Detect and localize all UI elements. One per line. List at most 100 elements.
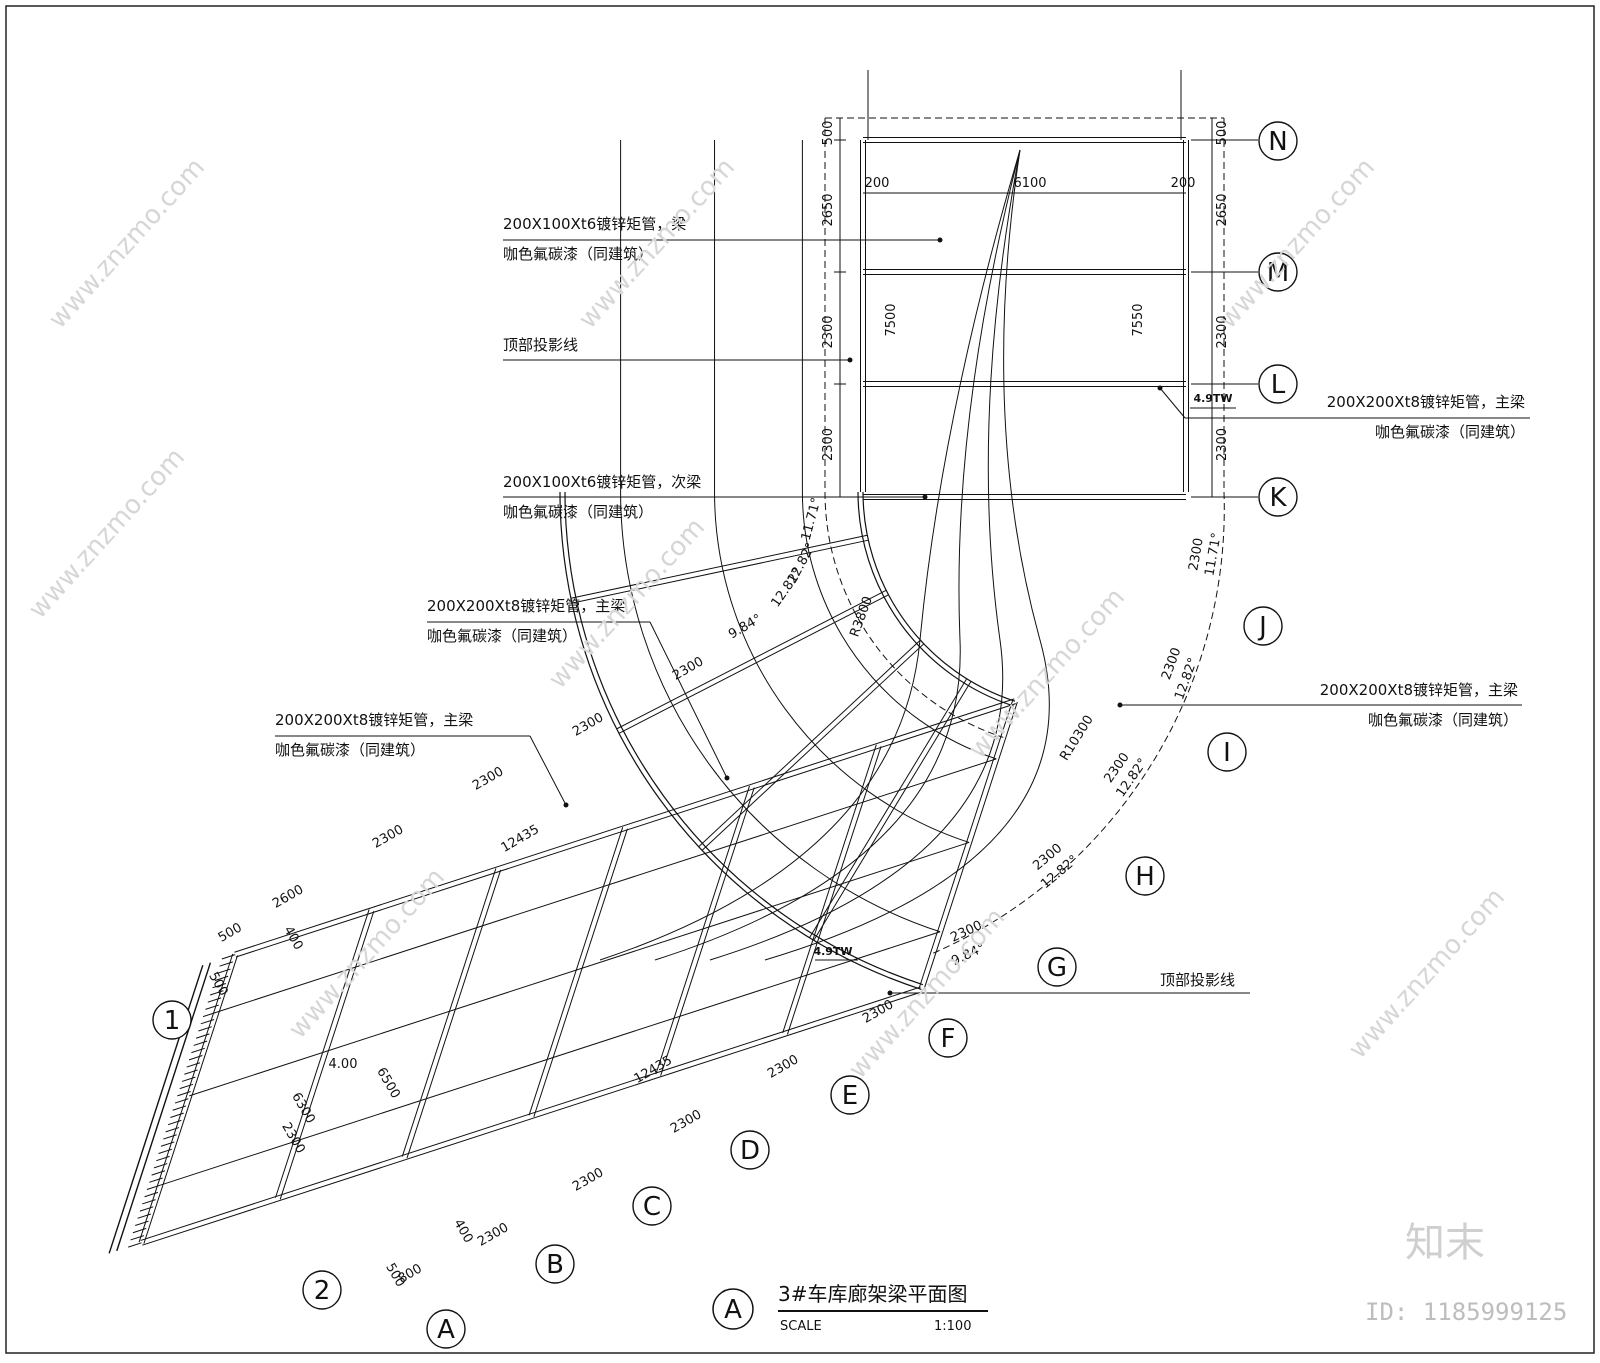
main-beam-transverse bbox=[274, 909, 370, 1198]
watermark-layer: www.znzmo.com www.znzmo.com www.znzmo.co… bbox=[23, 153, 1567, 1326]
secondary-beam-curved bbox=[801, 491, 997, 760]
louver-slat bbox=[217, 968, 231, 974]
louver-slat bbox=[179, 1083, 194, 1090]
axis-label-A: A bbox=[437, 1315, 455, 1345]
note-text: 200X100Xt6镀锌矩管，梁 bbox=[503, 215, 686, 233]
dim-lower: 2300 bbox=[475, 1220, 511, 1250]
louver-slat bbox=[193, 1040, 208, 1046]
brand-watermark: 知末 bbox=[1405, 1220, 1485, 1266]
angle-dim: 12.82° bbox=[768, 566, 805, 610]
end-beam bbox=[143, 955, 239, 1244]
louver-slat bbox=[191, 1047, 205, 1054]
dim-lower: 2300 bbox=[765, 1052, 801, 1082]
note-text: 咖色氟碳漆（同建筑） bbox=[503, 503, 653, 521]
dim-upper: 2300 bbox=[470, 764, 506, 794]
leader-dot bbox=[937, 237, 943, 243]
louver-slat bbox=[200, 1019, 215, 1025]
roof-curve bbox=[599, 149, 1021, 961]
roof-curve bbox=[709, 149, 1021, 961]
main-beam-radial bbox=[923, 701, 1018, 991]
end-beam bbox=[138, 953, 234, 1243]
end-width-dim: 6500 bbox=[373, 1065, 403, 1101]
watermark-text: www.znzmo.com bbox=[843, 903, 1011, 1085]
axis-bubble bbox=[1207, 732, 1247, 772]
louver-slat bbox=[135, 1220, 149, 1227]
note-text: 咖色氟碳漆（同建筑） bbox=[275, 741, 425, 759]
length-dim: 12435 bbox=[499, 822, 542, 856]
note-text: 200X200Xt8镀锌矩管，主梁 bbox=[427, 597, 625, 615]
axis-bubble bbox=[730, 1130, 770, 1170]
louver-slat bbox=[146, 1184, 161, 1190]
axis-bubble bbox=[1258, 121, 1298, 161]
sheet-border bbox=[5, 5, 1595, 1354]
dim-upper: 2300 bbox=[570, 710, 606, 740]
watermark-text: www.znzmo.com bbox=[23, 443, 191, 625]
louver-slat bbox=[165, 1127, 180, 1133]
note-text: 咖色氟碳漆（同建筑） bbox=[1368, 711, 1518, 729]
title-marker-circle bbox=[712, 1288, 754, 1330]
leader-dot bbox=[922, 494, 928, 500]
axis-bubble bbox=[535, 1244, 575, 1284]
main-beam-radial bbox=[616, 589, 887, 730]
dim-left: 500 bbox=[821, 121, 836, 146]
secondary-beam-curved bbox=[714, 491, 970, 843]
main-beam-transverse bbox=[782, 744, 877, 1034]
louver-slat bbox=[130, 1235, 145, 1241]
leader-line bbox=[1159, 387, 1186, 419]
louver-slat bbox=[188, 1055, 203, 1061]
louver-slat bbox=[128, 1242, 142, 1248]
axis-label-K: K bbox=[1269, 483, 1287, 513]
dim-span: 7500 bbox=[884, 303, 899, 336]
main-beam-transverse bbox=[406, 869, 502, 1159]
main-beam-radial bbox=[918, 700, 1014, 989]
axis-bubble bbox=[632, 1186, 672, 1226]
louver-slat bbox=[219, 961, 233, 967]
radius-dim: R10300 bbox=[1057, 713, 1096, 764]
louver-slat bbox=[132, 1227, 147, 1234]
main-beam-radial bbox=[570, 534, 868, 599]
main-beam-transverse bbox=[528, 827, 624, 1116]
louver-slat bbox=[209, 990, 224, 996]
dim-upper: 2300 bbox=[670, 654, 706, 684]
louver-slat bbox=[198, 1026, 212, 1032]
axis-bubble bbox=[426, 1309, 466, 1349]
axis-label-B: B bbox=[546, 1250, 564, 1280]
axis-bubble bbox=[1258, 364, 1298, 404]
louver-slat bbox=[177, 1091, 191, 1097]
main-beam-radial bbox=[701, 643, 925, 851]
louver-slat bbox=[167, 1119, 182, 1126]
dim-right: 2300 bbox=[1215, 315, 1230, 348]
main-beam-transverse bbox=[279, 910, 375, 1200]
axis-bubble bbox=[152, 1000, 192, 1040]
louver-slat bbox=[195, 1033, 210, 1039]
leader-dot bbox=[563, 802, 569, 808]
drawing-title: 3#车库廊架梁平面图 bbox=[778, 1282, 967, 1306]
curved-main-beam bbox=[862, 491, 1016, 702]
leader-dot bbox=[1117, 702, 1123, 708]
axis-bubble bbox=[830, 1075, 870, 1115]
end-wall-line bbox=[116, 962, 212, 1252]
axis-label-E: E bbox=[842, 1081, 858, 1111]
angle-dim: 9.84° bbox=[726, 612, 764, 643]
curved-main-beam bbox=[559, 491, 922, 990]
leader-dot bbox=[1157, 385, 1163, 391]
main-beam-transverse bbox=[660, 787, 755, 1076]
axis-bubble bbox=[1258, 477, 1298, 517]
louver-slat bbox=[156, 1155, 170, 1162]
dim-left: 2300 bbox=[821, 315, 836, 348]
secondary-beam bbox=[160, 931, 941, 1186]
scale-label: SCALE bbox=[780, 1319, 822, 1334]
axis-label-G: G bbox=[1047, 953, 1067, 983]
axis-label-D: D bbox=[740, 1136, 760, 1166]
angle-dim: 11.71° bbox=[1202, 532, 1224, 578]
note-text: 200X100Xt6镀锌矩管，次梁 bbox=[503, 473, 701, 491]
radius-dim: R3800 bbox=[847, 594, 876, 639]
axis-label-F: F bbox=[941, 1024, 956, 1054]
louver-slat bbox=[137, 1213, 152, 1219]
main-beam-edge bbox=[234, 698, 1015, 953]
note-text: 咖色氟碳漆（同建筑） bbox=[503, 245, 653, 263]
note-text: 200X200Xt8镀锌矩管，主梁 bbox=[275, 711, 473, 729]
dim-upper: 2600 bbox=[270, 882, 306, 912]
arc-dim: 2300 bbox=[1186, 537, 1207, 572]
